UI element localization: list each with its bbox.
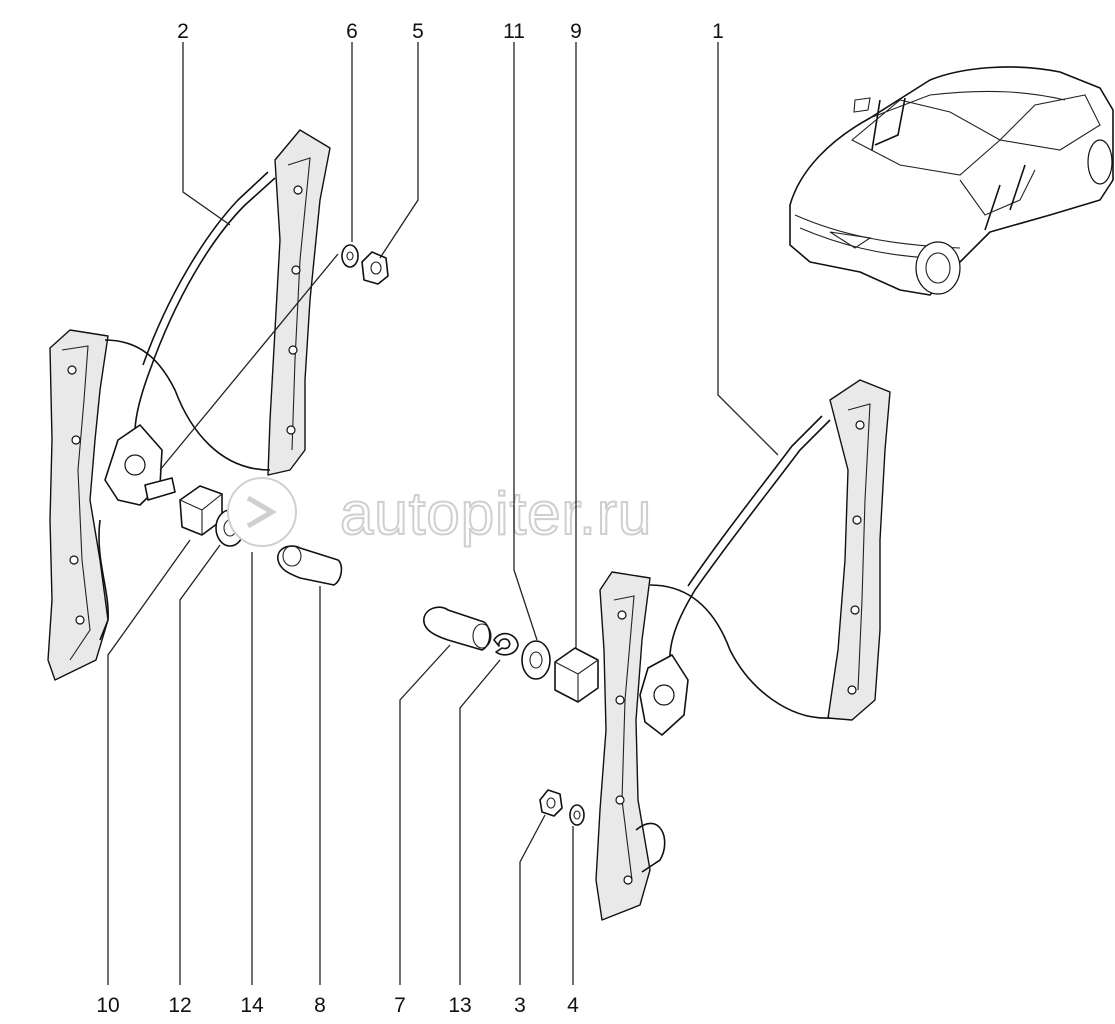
callout-5: 5 <box>412 20 424 43</box>
callout-1: 1 <box>712 20 724 43</box>
watermark-text: autopiter.ru <box>340 480 652 547</box>
callout-numbers: 2 6 5 11 9 1 10 12 14 8 7 13 3 4 <box>96 20 724 1017</box>
callout-14: 14 <box>240 994 264 1017</box>
left-regulator-front-rail <box>47 329 109 681</box>
right-regulator-rear-rail <box>827 379 891 721</box>
callout-2: 2 <box>177 20 189 43</box>
car-thumbnail <box>789 66 1114 296</box>
part-7-handle <box>423 606 491 651</box>
callout-10: 10 <box>96 994 119 1017</box>
callout-11: 11 <box>503 20 525 43</box>
left-regulator-rear-rail <box>267 129 331 476</box>
part-6-washer <box>341 244 359 268</box>
right-regulator-front-rail <box>595 571 651 921</box>
callout-3: 3 <box>514 994 526 1017</box>
part-8-handle <box>277 545 343 586</box>
leader-lines <box>107 42 779 985</box>
callout-4: 4 <box>567 994 579 1017</box>
callout-6: 6 <box>346 20 358 43</box>
callout-9: 9 <box>570 20 582 43</box>
callout-12: 12 <box>168 994 191 1017</box>
callout-7: 7 <box>394 994 406 1017</box>
callout-8: 8 <box>314 994 326 1017</box>
part-5-nut <box>361 251 389 285</box>
part-11-washer <box>521 640 551 680</box>
watermark-arrow-icon <box>246 495 277 529</box>
part-3-nut <box>539 789 563 817</box>
part-4-washer <box>569 804 585 826</box>
right-window-regulator <box>595 379 891 921</box>
right-small-parts <box>423 606 599 826</box>
part-13-clip <box>493 632 519 656</box>
part-9-bushing <box>554 647 599 703</box>
left-window-regulator <box>47 129 331 681</box>
callout-13: 13 <box>448 994 471 1017</box>
watermark: autopiter.ru <box>227 477 652 548</box>
